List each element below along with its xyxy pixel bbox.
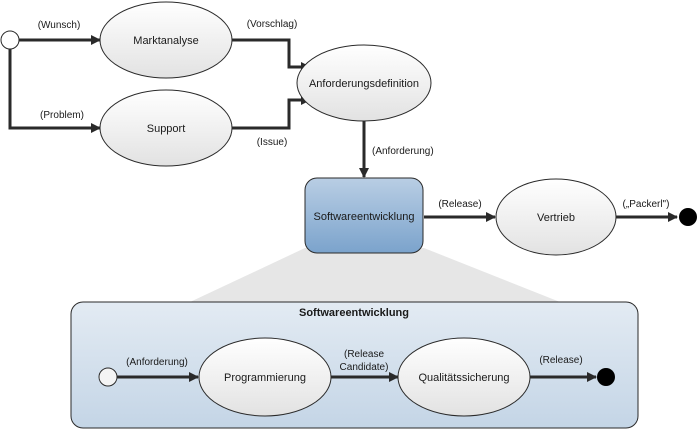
- edge-label-sub-release-candidate-2: Candidate): [340, 362, 389, 373]
- node-vertrieb: [495, 178, 617, 256]
- end-state: [679, 208, 697, 226]
- label-softwareentwicklung: Softwareentwicklung: [314, 211, 415, 223]
- edge-label-sub-anforderung: (Anforderung): [126, 357, 188, 368]
- node-anforderungsdefinition: [296, 44, 432, 122]
- sub-start-state: [98, 367, 118, 387]
- node-support: [99, 89, 233, 167]
- edge-label-problem: (Problem): [40, 110, 84, 121]
- node-marktanalyse: [99, 1, 233, 79]
- edge-support-anforderung: [232, 95, 311, 130]
- edge-label-issue: (Issue): [257, 137, 288, 148]
- node-programmierung: [198, 337, 332, 417]
- edge-label-sub-release: (Release): [539, 355, 582, 366]
- label-support: Support: [147, 123, 186, 135]
- edge-marktanalyse-anforderung: [232, 38, 311, 72]
- edge-start-support: [8, 49, 101, 133]
- label-programmierung: Programmierung: [224, 372, 306, 384]
- label-qualitaetssicherung: Qualitätssicherung: [418, 372, 509, 384]
- sub-end-state: [597, 368, 615, 386]
- node-qualitaetssicherung: [397, 337, 531, 417]
- label-vertrieb: Vertrieb: [537, 212, 575, 224]
- label-marktanalyse: Marktanalyse: [133, 35, 198, 47]
- edge-label-release: (Release): [438, 199, 481, 210]
- edge-label-sub-release-candidate-1: (Release: [344, 349, 384, 360]
- label-anforderungsdefinition: Anforderungsdefinition: [309, 78, 419, 90]
- edge-label-wunsch: (Wunsch): [38, 20, 81, 31]
- node-softwareentwicklung: [304, 177, 424, 254]
- edge-label-packerl: („Packerl"): [623, 199, 670, 210]
- edge-label-anforderung: (Anforderung): [372, 146, 434, 157]
- edge-label-vorschlag: (Vorschlag): [247, 19, 298, 30]
- subprocess-title: Softwareentwicklung: [299, 307, 409, 319]
- zoom-cone: [190, 248, 560, 302]
- start-state: [0, 30, 20, 50]
